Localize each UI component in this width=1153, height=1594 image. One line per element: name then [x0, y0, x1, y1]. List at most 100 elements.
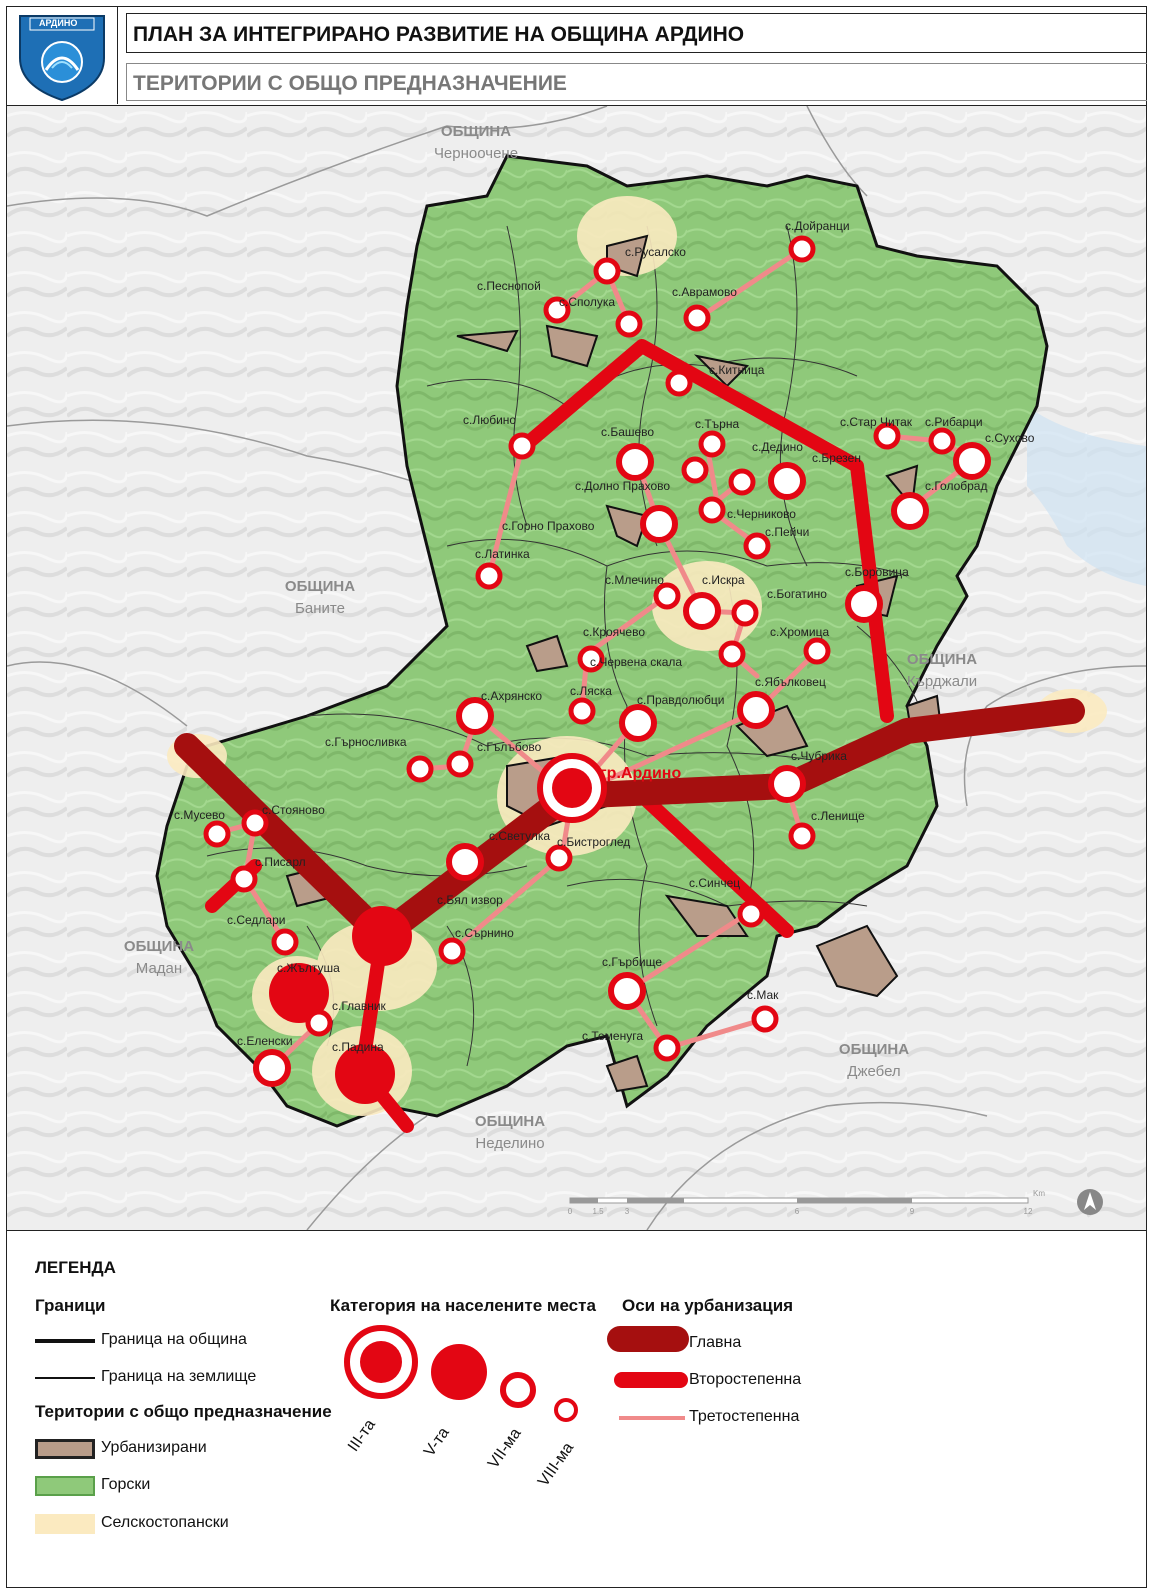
- settlement-label: с.Седлари: [227, 913, 285, 927]
- settlement-label: с.Чубрика: [791, 749, 847, 763]
- settlement-label: с.Писарл: [255, 855, 306, 869]
- settlement-label: с.Гърбище: [602, 955, 662, 969]
- settlement-label: с.Мусево: [174, 808, 225, 822]
- legend: ЛЕГЕНДА Граници Граница на община Границ…: [7, 1230, 1146, 1586]
- settlement-label: с.Ленище: [811, 809, 865, 823]
- settlement-label: с.Червена скала: [590, 655, 682, 669]
- neighbor-label: ОБЩИНА: [124, 938, 194, 955]
- settlement-label: с.Русалско: [625, 245, 686, 259]
- legend-axis-secondary: Второстепенна: [689, 1371, 802, 1388]
- category-vii-markers: [253, 442, 991, 1087]
- page-frame: [6, 6, 1147, 1588]
- legend-forest: Горски: [101, 1476, 151, 1493]
- settlement-label: с.Боровица: [845, 565, 909, 579]
- settlement-zhaltusha-marker[interactable]: [269, 963, 329, 1023]
- settlement-label: с.Башево: [601, 425, 654, 439]
- header: АРДИНО ПЛАН ЗА ИНТЕГРИРАНО РАЗВИТИЕ НА О…: [6, 6, 1147, 104]
- settlement-label: с.Сухово: [985, 431, 1035, 445]
- legend-agricultural: Селскостопански: [101, 1514, 229, 1531]
- legend-borders-heading: Граници: [35, 1296, 106, 1315]
- settlement-label: с.Мак: [747, 988, 779, 1002]
- agri-swatch: [35, 1514, 95, 1534]
- neighbor-label: ОБЩИНА: [441, 123, 511, 140]
- neighbor-label: ОБЩИНА: [285, 578, 355, 595]
- settlement-label: гр.Ардино: [600, 765, 681, 782]
- settlement-padina-marker[interactable]: [335, 1044, 395, 1104]
- category-vii-symbol: [500, 1372, 536, 1408]
- legend-category-heading: Категория на населените места: [330, 1296, 596, 1315]
- settlement-label: с.Сполука: [559, 295, 615, 309]
- scale-label: 0: [568, 1207, 573, 1216]
- settlement-label: с.Млечино: [605, 573, 664, 587]
- category-viii-symbol: [554, 1398, 578, 1422]
- neighbor-label: Кърджали: [907, 673, 977, 690]
- neighbor-label: Черноочене: [434, 145, 518, 162]
- axis-main-swatch: [607, 1326, 689, 1352]
- settlement-label: с.Падина: [332, 1040, 384, 1054]
- legend-municipality-border: Граница на община: [101, 1331, 247, 1348]
- axis-tertiary-swatch: [619, 1416, 685, 1420]
- urban-swatch: [35, 1439, 95, 1459]
- settlement-label: с.Любино: [463, 413, 516, 427]
- forest-swatch: [35, 1476, 95, 1496]
- settlement-labels: гр.Ардино с.Бял извор с.Жълтуша с.Падина…: [174, 219, 1035, 1054]
- scale-unit: Km: [1033, 1189, 1045, 1198]
- settlement-byal-izvor-marker[interactable]: [352, 906, 412, 966]
- settlement-label: с.Ляска: [570, 684, 612, 698]
- settlement-label: с.Долно Прахово: [575, 479, 670, 493]
- settlement-label: с.Бял извор: [437, 893, 503, 907]
- settlement-label: с.Рибарци: [925, 415, 983, 429]
- settlement-label: с.Кроячево: [583, 625, 645, 639]
- settlement-label: с.Брезен: [812, 451, 861, 465]
- settlement-label: с.Светулка: [489, 829, 550, 843]
- neighbor-label: ОБЩИНА: [907, 651, 977, 668]
- neighbor-label: ОБЩИНА: [475, 1113, 545, 1130]
- settlement-label: с.Хромица: [770, 625, 830, 639]
- settlement-label: с.Гълъбово: [477, 740, 542, 754]
- settlement-label: с.Главник: [332, 999, 387, 1013]
- settlement-label: с.Горно Прахово: [502, 519, 595, 533]
- legend-axis-main: Главна: [689, 1334, 742, 1351]
- settlement-label: с.Търна: [695, 417, 739, 431]
- settlement-label: с.Гърносливка: [325, 735, 407, 749]
- category-symbols: [344, 1325, 578, 1422]
- settlement-label: с.Богатино: [767, 587, 827, 601]
- neighbor-label: ОБЩИНА: [839, 1041, 909, 1058]
- settlement-label: с.Ахрянско: [481, 689, 542, 703]
- settlement-label: с.Жълтуша: [277, 961, 340, 975]
- settlement-label: с.Сърнино: [455, 926, 514, 940]
- settlement-label: с.Песнопой: [477, 279, 541, 293]
- neighbor-label: Неделино: [475, 1135, 544, 1152]
- legend-land-border: Граница на землище: [101, 1368, 257, 1385]
- neighbor-label: Мадан: [136, 960, 182, 977]
- north-arrow-icon: [1077, 1189, 1103, 1215]
- municipality-crest-icon: [19, 15, 105, 102]
- scale-label: 12: [1024, 1207, 1033, 1216]
- settlement-label: с.Ябълковец: [755, 675, 826, 689]
- settlement-label: с.Черниково: [727, 507, 796, 521]
- page-subtitle: ТЕРИТОРИИ С ОБЩО ПРЕДНАЗНАЧЕНИЕ: [126, 63, 1147, 101]
- legend-title: ЛЕГЕНДА: [35, 1258, 116, 1277]
- scale-label: 1.5: [592, 1207, 604, 1216]
- category-v-symbol: [431, 1344, 487, 1400]
- neighbor-label: Баните: [295, 600, 345, 617]
- settlement-label: с.Теменуга: [582, 1029, 643, 1043]
- page-title: ПЛАН ЗА ИНТЕГРИРАНО РАЗВИТИЕ НА ОБЩИНА А…: [126, 13, 1147, 53]
- neighbor-labels: ОБЩИНА Черноочене ОБЩИНА Баните ОБЩИНА К…: [124, 123, 977, 1152]
- reservoir-water: [1027, 406, 1146, 586]
- legend-axis-tertiary: Третостепенна: [689, 1408, 800, 1425]
- municipality-border-swatch: [35, 1339, 95, 1343]
- settlement-label: с.Искра: [702, 573, 745, 587]
- logo-box: АРДИНО: [6, 6, 118, 104]
- legend-territories-heading: Територии с общо предназначение: [35, 1402, 332, 1421]
- settlement-label: с.Аврамово: [672, 285, 737, 299]
- settlement-label: с.Латинка: [475, 547, 530, 561]
- settlement-label: с.Стояново: [262, 803, 325, 817]
- main-axes: [174, 698, 1085, 949]
- settlement-label: с.Еленски: [237, 1034, 293, 1048]
- neighbor-label: Джебел: [847, 1063, 900, 1080]
- settlement-label: с.Стар Читак: [840, 415, 913, 429]
- scale-bar: 0 1.5 3 6 9 12 Km: [568, 1189, 1046, 1216]
- legend-axes-heading: Оси на урбанизация: [622, 1296, 794, 1315]
- axis-secondary-swatch: [614, 1372, 688, 1388]
